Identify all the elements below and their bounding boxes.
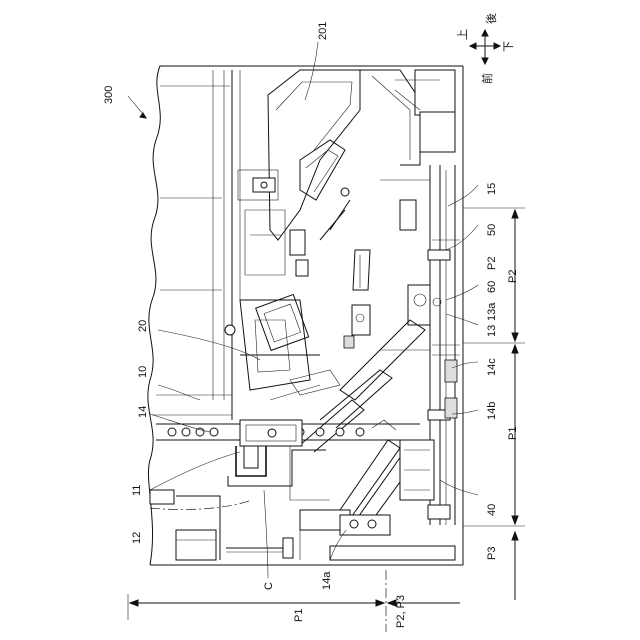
ref-14-label: 14 [137, 406, 149, 418]
orientation-down-label: 下 [503, 41, 515, 52]
ref-p1-label-a: P1 [507, 427, 519, 440]
dimension-lines [128, 208, 525, 632]
ref-10-label: 10 [137, 366, 149, 378]
upper-frame-201 [238, 70, 455, 276]
ref-14b-label: 14b [486, 402, 498, 420]
ref-13a-label: 13a [486, 302, 498, 321]
ref-40-label: 40 [486, 504, 498, 516]
ref-p3-label: P3 [486, 547, 498, 560]
ref-p2-label-b: P2 [507, 270, 519, 283]
lower-carriage [150, 420, 420, 560]
reference-labels: 300 201 15 50 P2 P2 60 13a 13 14c 14b P1… [103, 22, 519, 628]
orientation-up-label: 上 [456, 29, 469, 40]
ref-p2-label-a: P2 [486, 257, 498, 270]
ref-p2-p3-label: P2, P3 [395, 595, 407, 628]
orientation-front-label: 前 [480, 73, 494, 84]
lower-feeder-40 [300, 420, 455, 560]
ref-14c-label: 14c [486, 358, 498, 376]
ref-201-label: 201 [317, 22, 329, 40]
ref-300-label: 300 [103, 86, 115, 104]
center-chute [300, 250, 425, 452]
ref-15-label: 15 [486, 183, 498, 195]
ref-20-label: 20 [137, 320, 149, 332]
ref-12-label: 12 [131, 532, 143, 544]
orientation-rear-label: 後 [484, 13, 498, 24]
ref-p1-label-b: P1 [293, 609, 305, 622]
center-module-20 [225, 294, 340, 400]
ref-c-label: C [263, 582, 275, 590]
ref-50-label: 50 [486, 224, 498, 236]
ref-13-label: 13 [486, 325, 498, 337]
ref-11-label: 11 [131, 485, 143, 496]
ref-60-label: 60 [486, 281, 498, 293]
ref-14a-label: 14a [321, 571, 333, 590]
orientation-compass: 上 下 後 前 [456, 13, 515, 84]
